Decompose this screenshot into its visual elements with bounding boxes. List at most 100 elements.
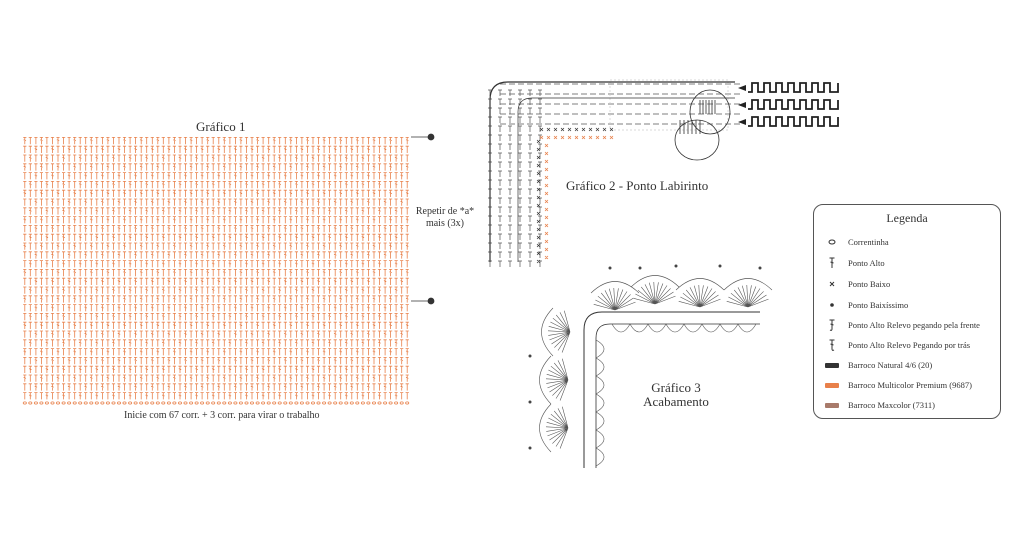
chain-stitch (39, 401, 44, 405)
legend-item: Barroco Maxcolor (7311) (824, 398, 935, 412)
chart3-fan-paths (539, 275, 773, 453)
dot-icon (824, 298, 840, 312)
dot (528, 446, 532, 450)
chain-stitch (316, 401, 321, 405)
chain-stitch (299, 401, 304, 405)
legend-item-label: Ponto Alto Relevo Pegando por trás (848, 340, 971, 350)
chart3-inner-border-2 (595, 323, 760, 468)
chain-stitch (144, 401, 149, 405)
chain-stitch (172, 401, 177, 405)
chain-stitch (366, 401, 371, 405)
chart2-detail-oval-top (689, 89, 731, 135)
chain-stitch (105, 401, 110, 405)
chain-stitch (111, 401, 116, 405)
chain-stitch (405, 401, 410, 405)
chart2-x-paths (536, 127, 614, 264)
legend-item: Ponto Baixo (824, 277, 890, 291)
dot (718, 264, 722, 268)
chain-stitch (128, 401, 133, 405)
chain-stitch (305, 401, 310, 405)
chain-stitch (272, 401, 277, 405)
chart2-oval-hatch (679, 100, 716, 134)
chain-stitch (244, 401, 249, 405)
chart3-edging (539, 275, 773, 468)
meander-arrow-3 (738, 119, 746, 125)
repeat-note-line1: Repetir de *a* (415, 206, 475, 217)
chart3-title: Gráfico 3 Acabamento (636, 381, 716, 409)
chain-stitch (89, 401, 94, 405)
chain-stitch (288, 401, 293, 405)
chart2-x-stitches (536, 127, 614, 264)
chain-stitch (94, 401, 99, 405)
chain-stitch (277, 401, 282, 405)
chart1-footer: Inicie com 67 corr. + 3 corr. para virar… (124, 410, 320, 421)
chain-stitch (355, 401, 360, 405)
chain-stitch (338, 401, 343, 405)
chain-stitch (249, 401, 254, 405)
meander-line-2 (748, 99, 839, 110)
chart3-scallops (595, 323, 757, 467)
legend-item: Barroco Multicolor Premium (9687) (824, 378, 972, 392)
relevo-frente-icon (824, 318, 840, 332)
chain-stitch (266, 401, 271, 405)
meander-arrow-2 (738, 102, 746, 108)
chain-stitch (371, 401, 376, 405)
legend-title: Legenda (886, 211, 928, 225)
chain-stitch (133, 401, 138, 405)
chain-stitch (255, 401, 260, 405)
meander-line-3 (748, 116, 839, 127)
chain-stitch (344, 401, 349, 405)
dot (758, 266, 762, 270)
legend-item: Correntinha (824, 235, 889, 249)
dot (528, 400, 532, 404)
meander-arrow-1 (738, 85, 746, 91)
chain-stitch (388, 401, 393, 405)
legend-item-label: Ponto Baixíssimo (848, 300, 909, 310)
relevo-tras-icon (824, 338, 840, 352)
chain-stitch (67, 401, 72, 405)
chain-stitch (327, 401, 332, 405)
chain-stitch (183, 401, 188, 405)
chain-stitch (44, 401, 49, 405)
chain-stitch (227, 401, 232, 405)
swatch-icon (824, 398, 840, 412)
meander-line-1 (748, 82, 839, 93)
chain-stitch (211, 401, 216, 405)
chart2-orange-stitches (539, 135, 614, 260)
chain-stitch (383, 401, 388, 405)
chain-stitch (100, 401, 105, 405)
chain-stitch (177, 401, 182, 405)
chain-stitch (222, 401, 227, 405)
swatch-icon (824, 378, 840, 392)
repeat-markers (411, 133, 435, 305)
chart1-stitch-paths (23, 137, 409, 400)
chain-stitch (117, 401, 122, 405)
chart2-title: Gráfico 2 - Ponto Labirinto (566, 178, 709, 193)
chart2-orange-paths (539, 135, 614, 260)
chart1-title: Gráfico 1 (196, 119, 246, 134)
chain-stitch (200, 401, 205, 405)
chain-stitch (333, 401, 338, 405)
chain-stitch (189, 401, 194, 405)
chart2-detail-oval-bottom (674, 119, 720, 161)
chain-stitch (233, 401, 238, 405)
chain-stitch (122, 401, 127, 405)
chain-stitch (150, 401, 155, 405)
chain-stitch (394, 401, 399, 405)
legend-item-label: Ponto Alto (848, 258, 885, 268)
chart3-inner-border (583, 311, 760, 468)
legend-item: Ponto Alto (824, 256, 885, 270)
chart2-grid (488, 79, 740, 267)
chain-stitch (72, 401, 77, 405)
legend-item-label: Ponto Baixo (848, 279, 891, 289)
legend-item: Ponto Baixíssimo (824, 298, 908, 312)
chart2-stitch-paths (488, 83, 740, 267)
chart3-title-line2: Acabamento (643, 394, 709, 409)
chain-stitch (50, 401, 55, 405)
chart3-dots (528, 264, 762, 450)
chain-stitch (360, 401, 365, 405)
dot (528, 354, 532, 358)
